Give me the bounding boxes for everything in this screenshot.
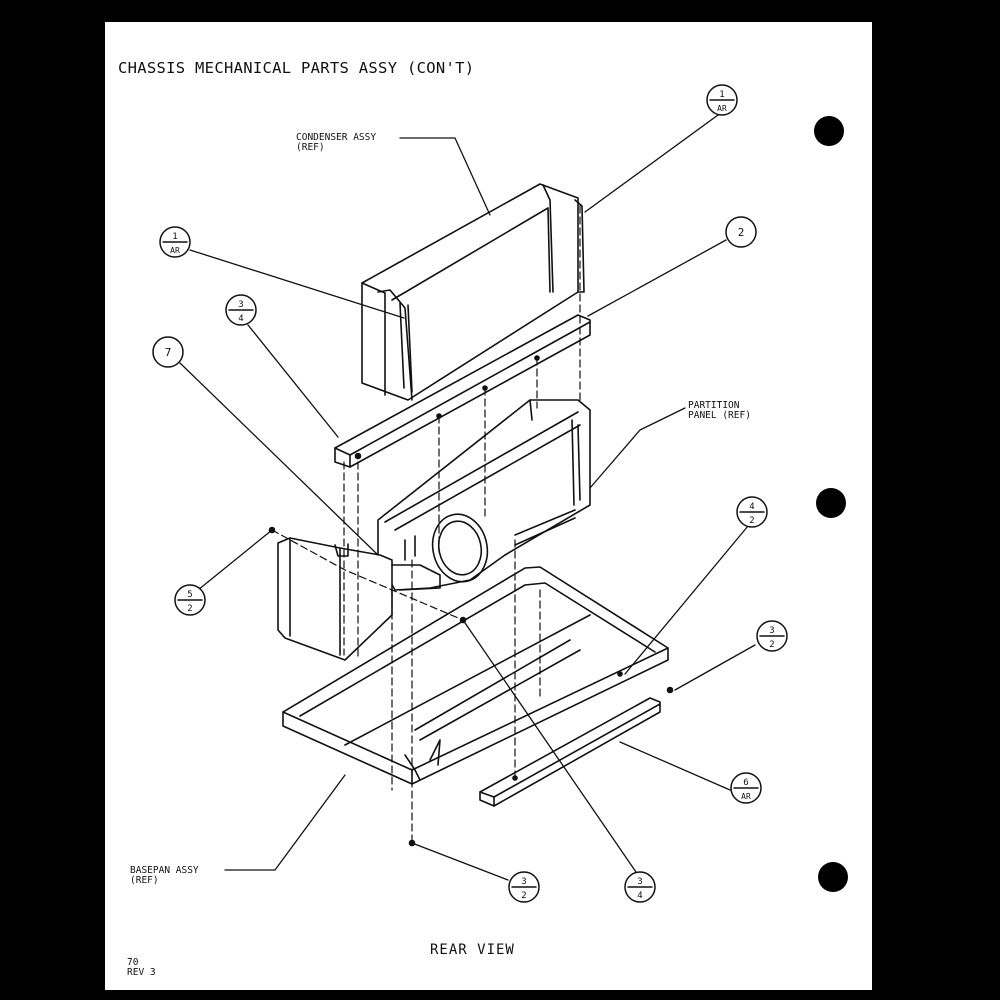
svg-text:4: 4 bbox=[238, 314, 243, 324]
callout-left-ar: 1 AR bbox=[159, 226, 191, 258]
callout-4-2: 4 2 bbox=[736, 496, 768, 528]
control-box bbox=[277, 537, 441, 661]
binder-hole-top bbox=[814, 116, 844, 146]
svg-text:4: 4 bbox=[749, 502, 754, 512]
svg-text:3: 3 bbox=[637, 877, 642, 887]
svg-text:1: 1 bbox=[719, 90, 724, 100]
base-rail bbox=[479, 697, 661, 807]
basepan-ref-line2: (REF) bbox=[130, 875, 159, 886]
binder-hole-middle bbox=[816, 488, 846, 518]
page-title: CHASSIS MECHANICAL PARTS ASSY (CON'T) bbox=[118, 59, 475, 77]
partition-ref-line1: PARTITION bbox=[688, 400, 740, 411]
condenser-ref-label: CONDENSER ASSY (REF) bbox=[296, 133, 376, 153]
callout-6-ar: 6 AR bbox=[730, 772, 762, 804]
svg-text:2: 2 bbox=[521, 891, 526, 901]
partition-ref-line2: PANEL (REF) bbox=[688, 410, 751, 421]
callout-2: 2 bbox=[725, 216, 757, 248]
condenser-ref-line1: CONDENSER ASSY bbox=[296, 132, 377, 143]
revision: REV 3 bbox=[127, 967, 156, 978]
callout-7: 7 bbox=[152, 336, 184, 368]
svg-text:3: 3 bbox=[238, 300, 243, 310]
page-reference: 70 REV 3 bbox=[127, 958, 156, 978]
svg-text:2: 2 bbox=[749, 516, 754, 526]
svg-text:2: 2 bbox=[738, 226, 745, 239]
callout-3-2-bottom: 3 2 bbox=[508, 871, 540, 903]
condenser-ref-line2: (REF) bbox=[296, 142, 325, 153]
callout-3-4-bottom: 3 4 bbox=[624, 871, 656, 903]
svg-text:AR: AR bbox=[170, 246, 180, 255]
callout-top-right: 1 AR bbox=[706, 84, 738, 116]
svg-text:1: 1 bbox=[172, 232, 177, 242]
basepan-ref-line1: BASEPAN ASSY bbox=[130, 865, 199, 876]
svg-text:3: 3 bbox=[769, 626, 774, 636]
callout-3-2-right: 3 2 bbox=[756, 620, 788, 652]
svg-text:5: 5 bbox=[187, 590, 192, 600]
svg-text:AR: AR bbox=[741, 792, 751, 801]
callout-3-4-upper: 3 4 bbox=[225, 294, 257, 326]
binder-hole-bottom bbox=[818, 862, 848, 892]
basepan-ref-label: BASEPAN ASSY (REF) bbox=[130, 866, 199, 886]
partition-ref-label: PARTITION PANEL (REF) bbox=[688, 401, 751, 421]
view-caption: REAR VIEW bbox=[430, 942, 515, 958]
svg-text:2: 2 bbox=[769, 640, 774, 650]
page-number: 70 bbox=[127, 957, 139, 968]
callout-5-2: 5 2 bbox=[174, 584, 206, 616]
svg-text:4: 4 bbox=[637, 891, 642, 901]
svg-text:AR: AR bbox=[717, 104, 727, 113]
condenser-assy bbox=[361, 183, 585, 401]
leader-lines bbox=[179, 114, 756, 881]
svg-text:3: 3 bbox=[521, 877, 526, 887]
svg-text:7: 7 bbox=[165, 346, 172, 359]
top-rail bbox=[334, 314, 591, 468]
svg-text:6: 6 bbox=[743, 778, 748, 788]
alignment-lines bbox=[271, 201, 581, 844]
callout-badges: 1 AR 2 1 AR 3 4 7 4 2 5 2 bbox=[152, 84, 788, 903]
svg-text:2: 2 bbox=[187, 604, 192, 614]
